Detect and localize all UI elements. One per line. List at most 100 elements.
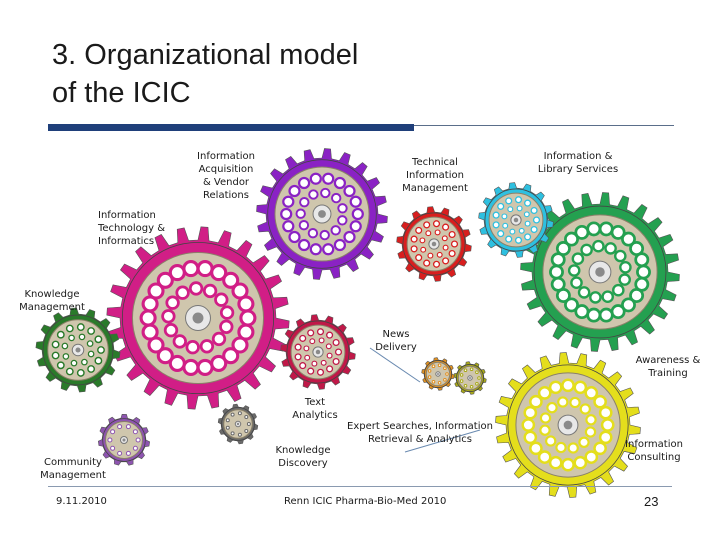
gear-hole <box>442 244 449 251</box>
gear-hole <box>463 368 468 373</box>
gear-hole <box>448 249 456 258</box>
gear-hole <box>230 412 235 417</box>
label-line: Community <box>44 457 102 468</box>
gear-hole <box>202 283 218 299</box>
gear-hole <box>222 271 240 289</box>
gear-hole <box>297 176 311 190</box>
gear-hole <box>316 368 325 376</box>
gear-hole <box>333 238 347 252</box>
gear-hole <box>309 172 322 185</box>
gear-hole <box>168 264 186 282</box>
gear-axle <box>192 312 204 324</box>
gear-hole <box>567 264 581 277</box>
gear-hole <box>331 192 342 204</box>
gear-hole <box>463 384 468 388</box>
gear-hole <box>584 450 599 464</box>
gear-axle <box>318 210 326 218</box>
label-line: Analytics <box>292 410 338 421</box>
gear-hole <box>182 260 200 278</box>
gear-hole <box>555 441 567 454</box>
label-line: Knowledge <box>275 445 331 456</box>
gear-purple <box>256 148 388 280</box>
gear-hole <box>299 362 307 370</box>
gear-grey <box>217 403 259 445</box>
gear-hole <box>132 429 138 435</box>
gear-hole <box>610 304 626 320</box>
gear-hole <box>601 290 614 303</box>
gear-red <box>396 206 472 282</box>
gear-hole <box>549 264 564 280</box>
gear-hole <box>214 292 229 307</box>
gear-hole <box>65 367 74 376</box>
gear-hole <box>246 422 251 426</box>
gear-axle <box>431 241 437 247</box>
gear-hole <box>497 230 505 238</box>
gear-hole <box>505 197 513 205</box>
gear-hole <box>539 424 551 436</box>
gear-hole <box>442 223 450 231</box>
gear-hole <box>231 336 249 354</box>
gear-hole <box>182 358 200 376</box>
gear-hole <box>282 220 295 233</box>
gear-crimson <box>280 314 356 390</box>
gear-hole <box>282 195 295 208</box>
label-line: News <box>382 329 410 340</box>
gear-hole <box>303 345 310 352</box>
gear-hole <box>561 457 575 472</box>
gear-hole <box>425 230 432 237</box>
gear-hole <box>634 252 650 268</box>
gear-hole <box>432 260 441 268</box>
gear-axle <box>122 438 126 442</box>
gear-axle <box>75 347 81 353</box>
gear-hole <box>492 211 500 219</box>
gear-pink <box>106 226 290 410</box>
gear-hole <box>330 225 341 236</box>
gear-hole <box>441 235 448 242</box>
gear-hole <box>337 215 348 226</box>
gear-hole <box>436 251 443 258</box>
gear-hole <box>573 380 588 395</box>
gear-hole <box>62 353 70 360</box>
gear-hole <box>427 252 434 259</box>
gear-hole <box>294 353 302 361</box>
gear-hole <box>322 172 335 185</box>
gear-hole <box>325 343 332 350</box>
title-accent-bar <box>48 124 414 131</box>
gear-hole <box>423 221 431 229</box>
label-awareness-training: Awareness & Training <box>626 354 710 380</box>
gear-hole <box>427 369 432 373</box>
gear-hole <box>117 424 123 430</box>
gear-hole <box>244 429 249 433</box>
label-line: Information & <box>543 151 613 162</box>
gear-hole <box>564 297 579 313</box>
gear-axle <box>513 217 519 223</box>
gear-hole <box>574 224 590 240</box>
gear-hole <box>569 396 581 409</box>
gear-hole <box>139 309 157 327</box>
gear-hole <box>501 213 508 220</box>
label-text-analytics: Text Analytics <box>284 396 346 422</box>
gear-hole <box>210 354 228 372</box>
gear-hole <box>147 282 165 300</box>
gear-hole <box>434 229 441 236</box>
label-news-delivery: News Delivery <box>366 328 426 354</box>
gear-hole <box>614 249 627 263</box>
gear-hole <box>94 356 103 365</box>
gear-hole <box>410 245 418 253</box>
gear-hole <box>507 206 514 213</box>
label-line: Retrieval & Analytics <box>367 434 472 445</box>
footer-divider <box>48 486 672 487</box>
gear-hole <box>297 238 311 252</box>
gear-hole <box>629 288 645 303</box>
gear-hole <box>589 291 602 304</box>
label-line: Information <box>98 210 156 221</box>
gear-hole <box>571 252 585 265</box>
gear-hole <box>156 347 174 365</box>
gear-hole <box>76 323 85 332</box>
gear-hole <box>410 235 418 243</box>
gear-hole <box>199 339 215 354</box>
gear-hole <box>135 437 141 443</box>
gear-hole <box>165 295 180 310</box>
gear-hole <box>584 386 599 400</box>
gear-hole <box>442 257 450 265</box>
